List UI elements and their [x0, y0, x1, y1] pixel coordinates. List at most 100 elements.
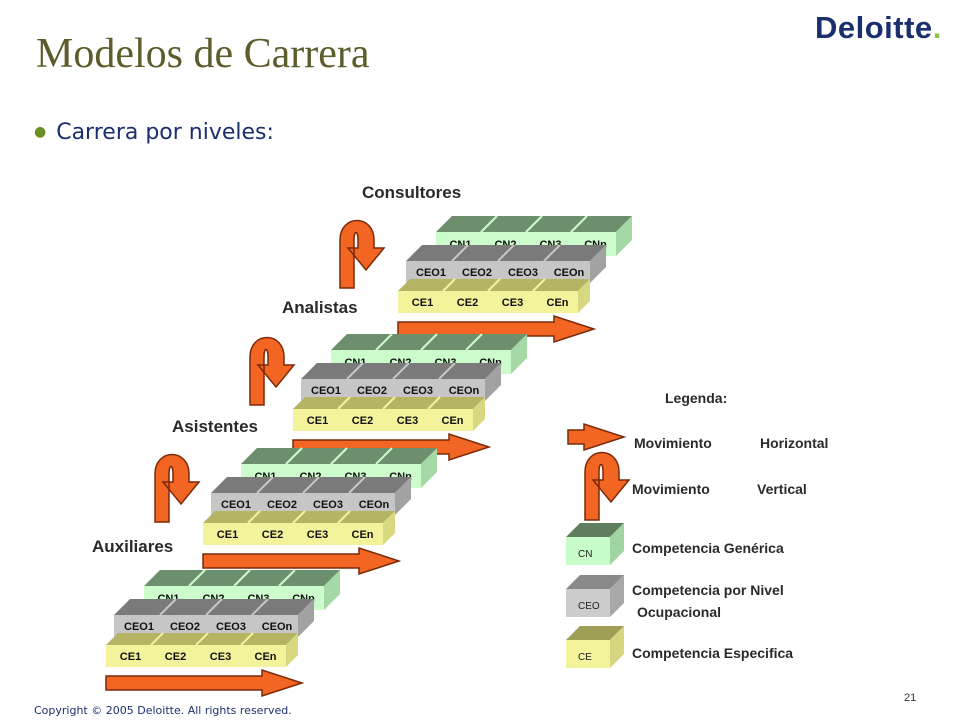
legend-box-top	[566, 575, 624, 589]
row-top-divider	[205, 598, 223, 616]
row-top-divider	[159, 598, 177, 616]
cell-label: CEO1	[311, 385, 341, 397]
legend-horizontal-word1: Movimiento	[634, 435, 712, 451]
level-title: Asistentes	[172, 417, 258, 436]
legend-box-label: CE	[578, 652, 592, 663]
row-top-divider	[442, 278, 456, 292]
legend-box-side	[610, 523, 624, 565]
level-title: Auxiliares	[92, 537, 173, 556]
cell-label: CEn	[442, 415, 464, 427]
row-top-divider	[348, 476, 366, 494]
row-top-divider	[337, 510, 351, 524]
row-top-divider	[375, 333, 393, 351]
row-side-face	[383, 511, 395, 545]
row-top-divider	[420, 333, 438, 351]
cell-label: CEOn	[359, 499, 390, 511]
row-top-divider	[532, 278, 546, 292]
cell-label: CEn	[255, 651, 277, 663]
vertical-move-arrow	[249, 336, 296, 406]
row-top-divider	[375, 447, 393, 465]
cell-label: CE3	[397, 415, 418, 427]
legend-box-front	[566, 640, 610, 668]
legend-box-label: CN	[578, 549, 592, 560]
cell-label: CEO3	[403, 385, 433, 397]
level-auxiliares: AuxiliaresCN1CN2CN3CNnCEO1CEO2CEO3CEOnCE…	[92, 537, 340, 698]
cell-label: CE3	[210, 651, 231, 663]
row-top-divider	[382, 396, 396, 410]
legend-ce-swatch: CE	[566, 626, 624, 668]
legend-box-side	[610, 626, 624, 668]
levels-layer: ConsultoresCN1CN2CN3CNnCEO1CEO2CEO3CEOnC…	[92, 183, 632, 698]
ce-row: CE1 CE2 CE3 CEn	[293, 396, 485, 431]
cell-label: CEO2	[170, 621, 200, 633]
cell-label: CEOn	[449, 385, 480, 397]
row-side-face	[324, 570, 340, 610]
row-top-divider	[247, 510, 261, 524]
legend-box-front	[566, 589, 610, 617]
row-top-divider	[525, 215, 543, 233]
row-front-face	[301, 379, 485, 401]
row-top-divider	[346, 362, 364, 380]
legend-box-top	[566, 523, 624, 537]
row-front-face	[398, 291, 578, 313]
horizontal-move-arrow	[105, 668, 305, 698]
cell-label: CEO3	[508, 267, 538, 279]
level-title: Analistas	[282, 298, 358, 317]
row-top-divider	[150, 632, 164, 646]
cell-label: CEO3	[216, 621, 246, 633]
legend-horizontal-word2: Horizontal	[760, 435, 828, 451]
row-top-divider	[240, 632, 254, 646]
cell-label: CEO1	[221, 499, 251, 511]
row-top-divider	[256, 476, 274, 494]
cell-label: CEOn	[262, 621, 293, 633]
row-side-face	[473, 397, 485, 431]
row-top-divider	[330, 447, 348, 465]
row-side-face	[395, 477, 411, 515]
row-side-face	[286, 633, 298, 667]
row-top-divider	[392, 362, 410, 380]
cell-label: CE1	[412, 297, 433, 309]
cell-label: CE2	[352, 415, 373, 427]
row-top-divider	[337, 396, 351, 410]
row-front-face	[114, 615, 298, 637]
legend-cn-label: Competencia Genérica	[632, 540, 784, 556]
row-top-divider	[285, 447, 303, 465]
legend-box-label: CEO	[578, 601, 600, 612]
row-top-divider	[188, 569, 206, 587]
row-top-divider	[195, 632, 209, 646]
cell-label: CE3	[502, 297, 523, 309]
vertical-move-arrow	[154, 453, 201, 523]
row-top-divider	[292, 510, 306, 524]
row-front-face	[211, 493, 395, 515]
row-top-divider	[451, 244, 469, 262]
row-side-face	[298, 599, 314, 637]
row-top-divider	[543, 244, 561, 262]
page-number: 21	[904, 692, 917, 704]
vertical-move-arrow	[339, 219, 386, 289]
logo-dot: .	[932, 10, 942, 45]
page-title: Modelos de Carrera	[36, 31, 370, 77]
cell-label: CE1	[120, 651, 141, 663]
cell-label: CE2	[165, 651, 186, 663]
level-asistentes: AsistentesCN1CN2CN3CNnCEO1CEO2CEO3CEOnCE…	[154, 417, 437, 576]
row-front-face	[293, 409, 473, 431]
legend-ceo-label-line1: Competencia por Nivel	[632, 582, 784, 598]
row-side-face	[511, 334, 527, 374]
legend-vertical-arrow	[584, 451, 631, 521]
ce-row: CE1 CE2 CE3 CEn	[106, 632, 298, 667]
cell-label: CEO2	[462, 267, 492, 279]
legend-vertical-word1: Movimiento	[632, 481, 710, 497]
legend-box-top	[566, 626, 624, 640]
cell-label: CE1	[307, 415, 328, 427]
row-front-face	[203, 523, 383, 545]
level-title: Consultores	[362, 183, 461, 202]
level-consultores: ConsultoresCN1CN2CN3CNnCEO1CEO2CEO3CEOnC…	[339, 183, 632, 344]
row-front-face	[406, 261, 590, 283]
row-front-face	[106, 645, 286, 667]
cell-label: CE2	[262, 529, 283, 541]
row-side-face	[590, 245, 606, 283]
